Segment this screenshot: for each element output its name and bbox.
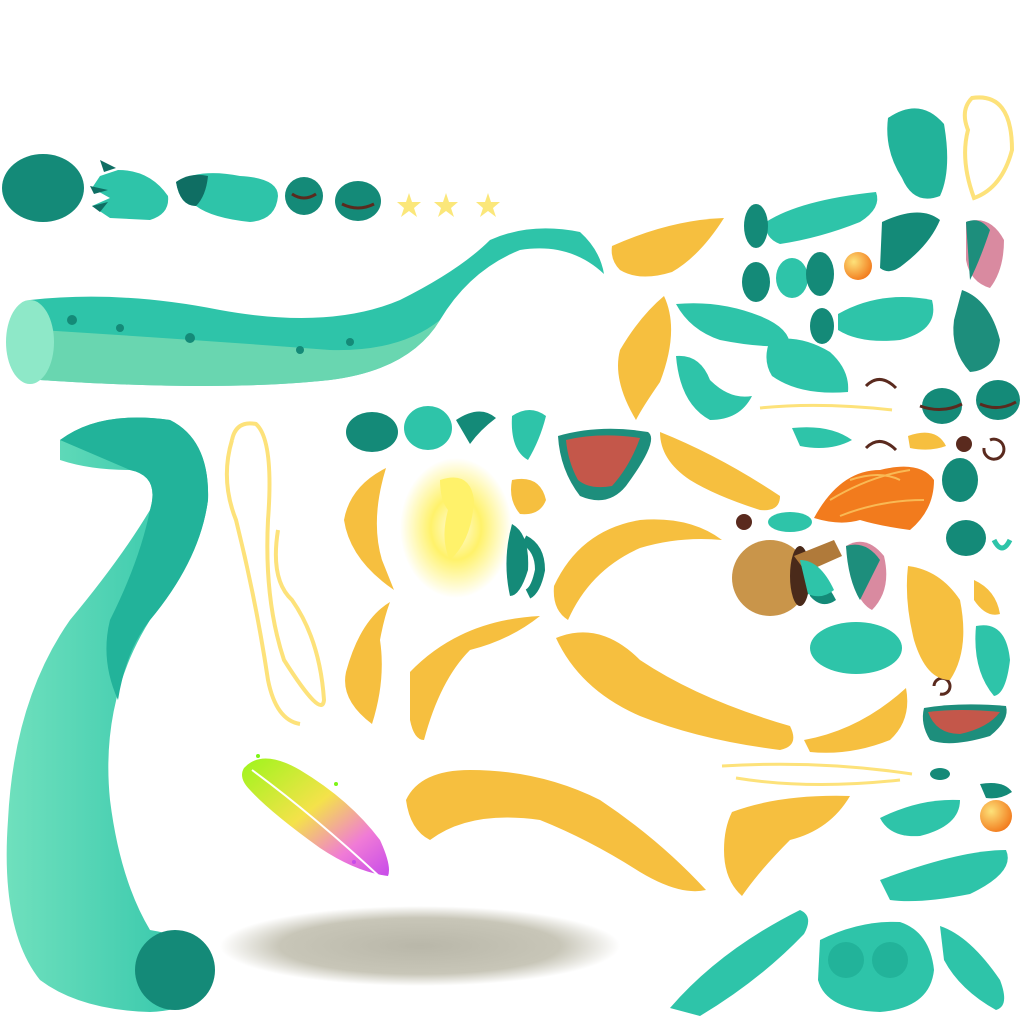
dragon-limb-sprite (176, 173, 278, 222)
closed-eye-sprites (285, 177, 381, 221)
star-sprites (397, 193, 500, 217)
dragon-body-sprite (6, 417, 215, 1012)
dragon-tail-sprite (6, 228, 604, 386)
glow-flame-sprite (400, 458, 512, 598)
rope-loop-sprite (224, 421, 327, 726)
dragon-claw-sprite (90, 160, 169, 220)
magic-feather-sprite (242, 754, 397, 893)
teal-piece-sprites (346, 108, 1020, 1016)
open-mouth-sprite (558, 428, 1007, 744)
orange-mane-sprite (814, 466, 934, 530)
flame-wing-sprites (344, 95, 1015, 896)
head-oval-sprite (2, 154, 84, 222)
ground-shadow-sprite (220, 906, 620, 986)
